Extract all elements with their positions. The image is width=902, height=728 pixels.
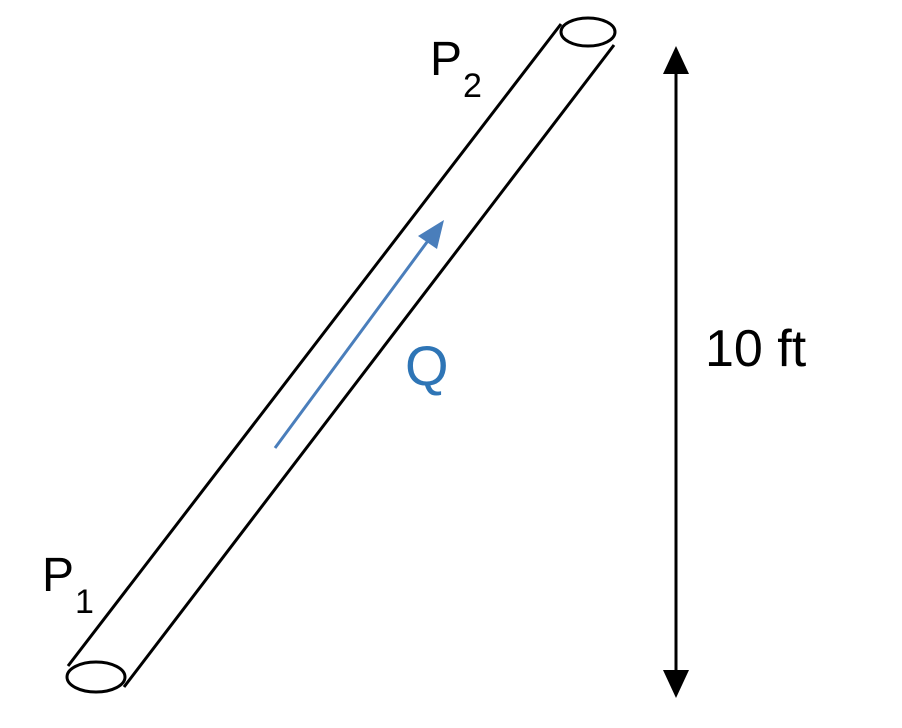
- pipe-upper-edge: [66, 23, 563, 667]
- label-p2: P2: [430, 33, 482, 104]
- pipe-top-opening: [559, 16, 617, 48]
- pipe-lower-edge: [122, 44, 616, 688]
- flow-arrow: [273, 220, 444, 449]
- height-dimension-arrow: [663, 46, 689, 698]
- pipe-bottom-opening: [65, 660, 127, 694]
- pipe: [65, 16, 617, 694]
- height-arrow-bottom: [663, 670, 689, 698]
- label-height: 10 ft: [705, 320, 807, 378]
- flow-arrow-head: [418, 220, 444, 249]
- label-flow-q: Q: [405, 334, 449, 397]
- label-p1: P1: [42, 549, 94, 620]
- label-p2-main: P: [430, 33, 463, 86]
- label-p1-main: P: [42, 549, 75, 602]
- label-p2-subscript: 2: [463, 67, 482, 105]
- label-p1-subscript: 1: [75, 583, 94, 621]
- height-arrow-top: [663, 46, 689, 74]
